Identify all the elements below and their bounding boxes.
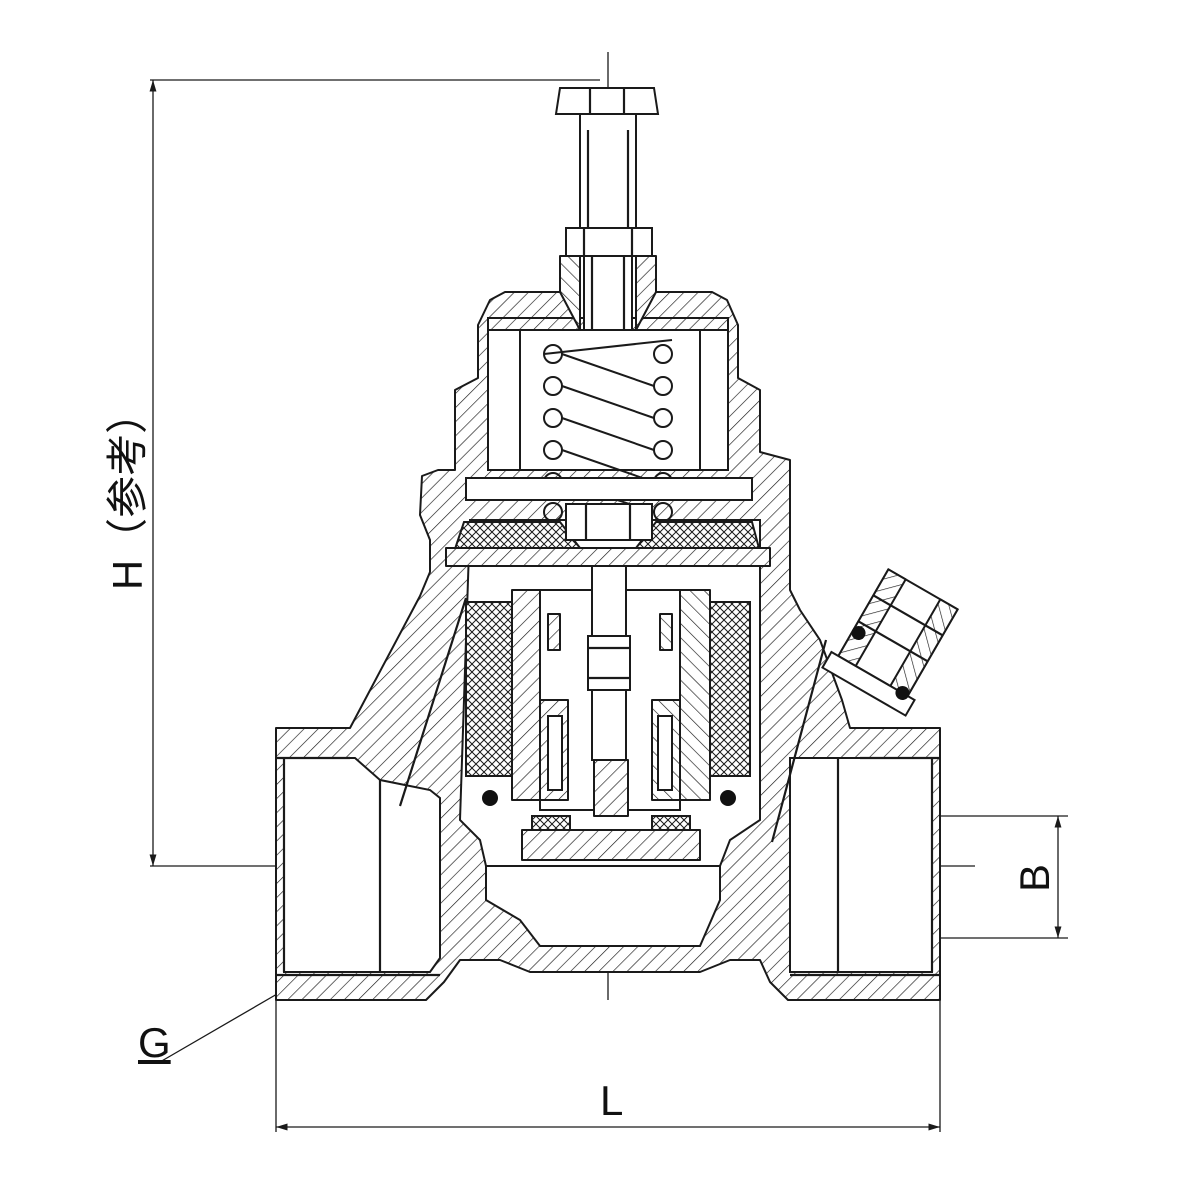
- diaphragm: [445, 503, 771, 567]
- height-dimension-label: H（参考）: [104, 391, 151, 591]
- length-dimension-label: L: [600, 1077, 624, 1124]
- port-dimension-label: B: [1011, 863, 1058, 893]
- cartridge: [465, 565, 751, 861]
- thread-dimension-label: G: [138, 1019, 171, 1066]
- spring-assembly: [465, 317, 753, 522]
- gauge-port-plug: [821, 568, 960, 717]
- adjusting-screw: [554, 87, 660, 331]
